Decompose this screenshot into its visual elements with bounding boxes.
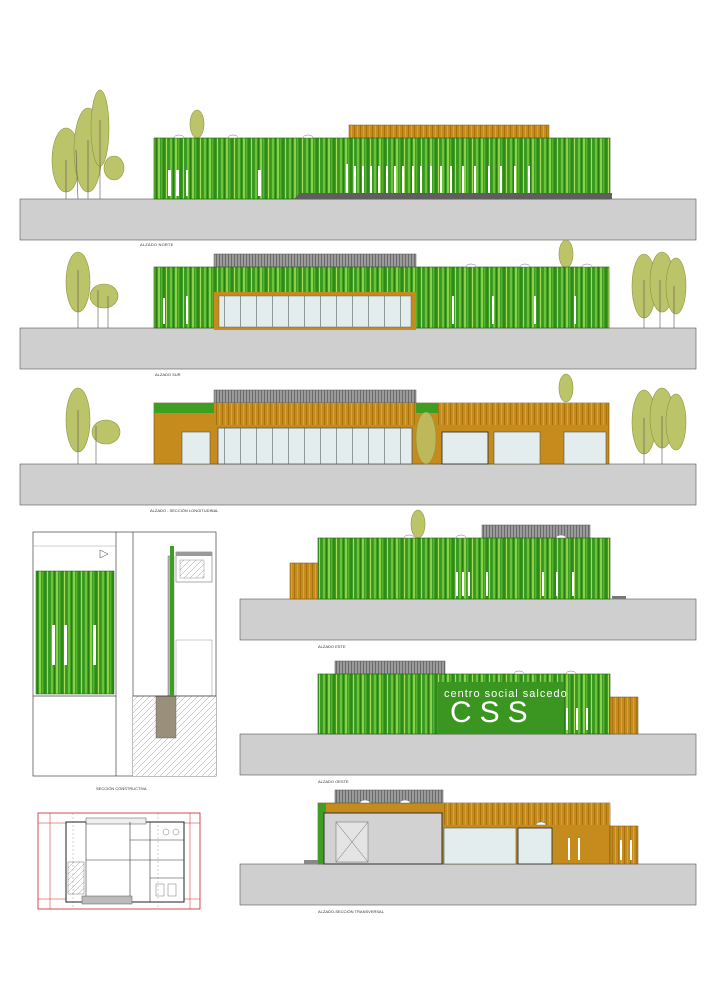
elevation-east: [239, 509, 697, 641]
caption-east: ALZADO ESTE: [318, 644, 346, 649]
constructive-section: [32, 531, 217, 777]
caption-north: ALZADO NORTE: [140, 242, 174, 247]
caption-transversal: ALZADO-SECCIÓN TRANSVERSAL: [318, 909, 385, 914]
elevation-west: [239, 660, 697, 776]
section-longitudinal: [19, 373, 697, 506]
section-transversal: [239, 789, 697, 906]
facade-sign-logo: CSS: [450, 696, 536, 729]
elevation-south: [19, 239, 697, 370]
tree-icon: [65, 387, 121, 464]
tree-icon: [65, 251, 119, 328]
caption-constructive: SECCIÓN CONSTRUCTIVA: [96, 786, 147, 791]
caption-south: ALZADO SUR: [155, 372, 181, 377]
floor-plan: [37, 812, 201, 910]
window-strips: [168, 164, 530, 196]
tree-icon: [631, 387, 687, 464]
caption-longitudinal: ALZADO - SECCIÓN LONGITUDINAL: [150, 508, 219, 513]
tree-icon: [631, 251, 687, 328]
elevation-north: [19, 89, 697, 241]
caption-west: ALZADO OESTE: [318, 779, 349, 784]
tree-icon: [51, 89, 125, 200]
facade-sign-name: centro social salcedo: [444, 688, 568, 700]
